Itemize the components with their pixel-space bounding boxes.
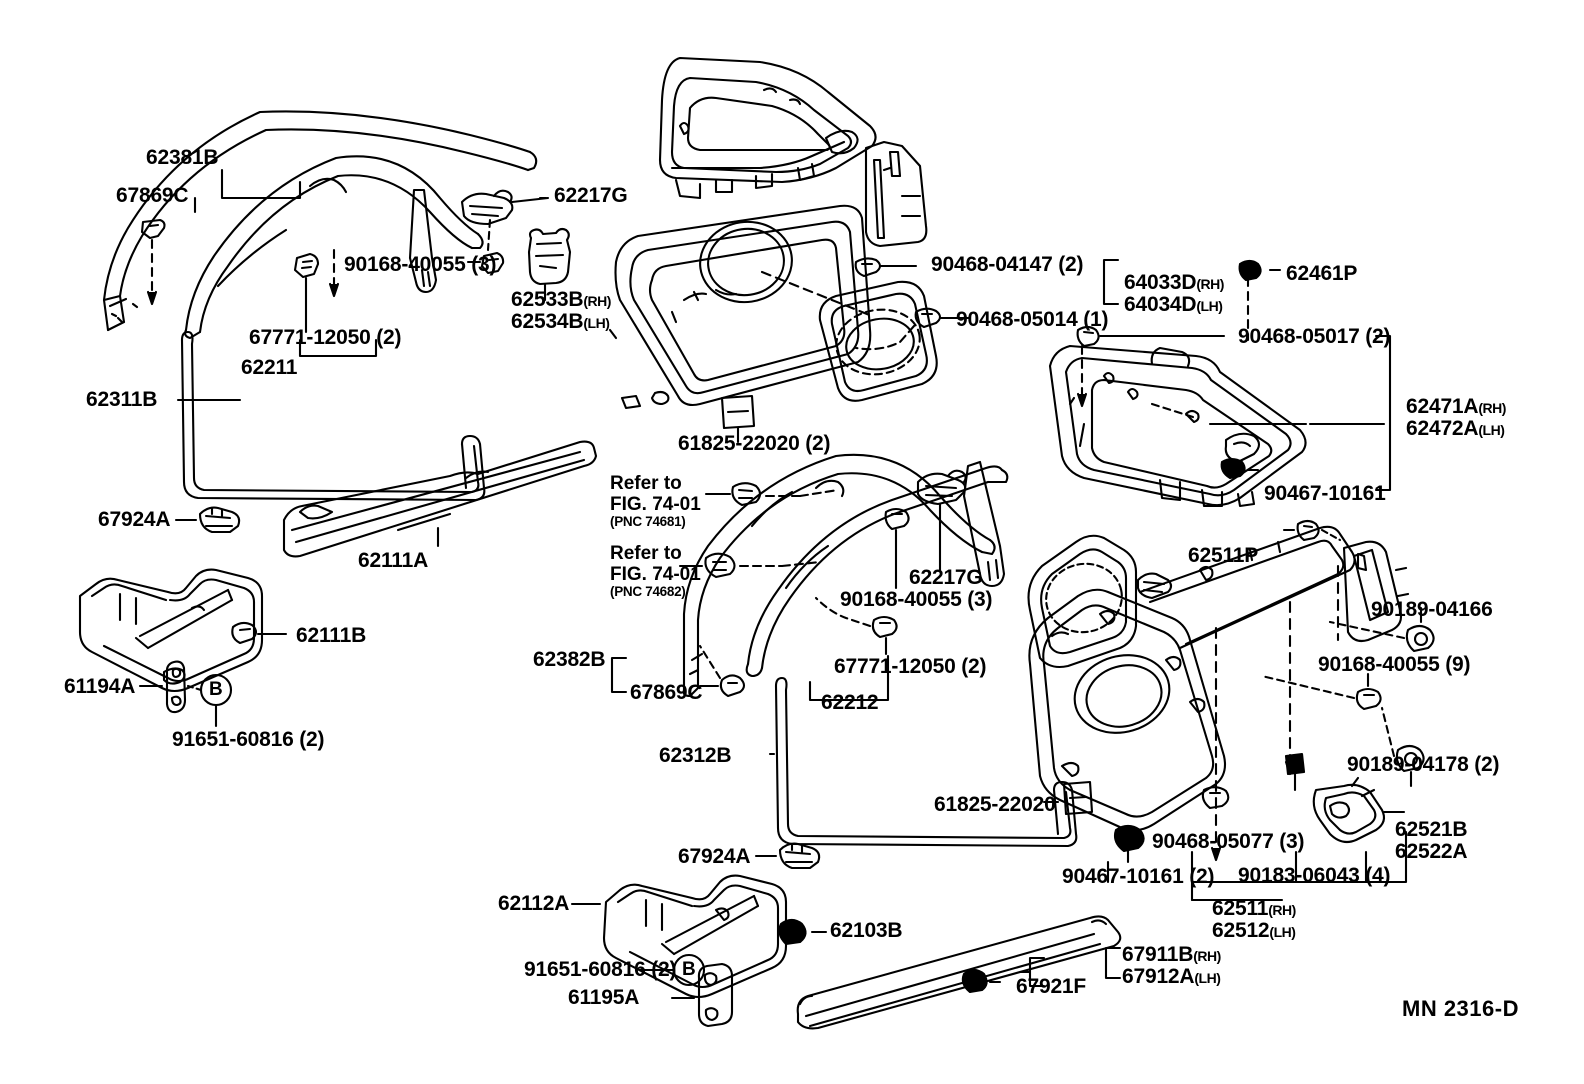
label-62211: 62211 [241,356,298,379]
label-62533B-text: 62533B [511,288,584,311]
label-62512-text: 62512 [1212,919,1270,942]
label-90168-40055-9: 90168-40055 (9) [1318,653,1471,676]
label-67912A-text: 67912A [1122,965,1195,988]
diagram-code: MN 2316-D [1402,996,1519,1021]
label-62512: 62512(LH) [1212,919,1296,942]
lh-suffix-62534B: (LH) [583,315,610,331]
label-62461P: 62461P [1286,262,1358,285]
label-90468-05014: 90468-05014 (1) [956,308,1109,331]
rh-suffix-62533B: (RH) [583,293,611,309]
label-62522A: 62522A [1395,840,1468,863]
label-62511P: 62511P [1188,544,1259,567]
label-67869C-mid: 67869C [630,681,703,704]
label-62472A: 62472A(LH) [1406,417,1505,440]
label-67912A: 67912A(LH) [1122,965,1221,988]
lh-suffix-62512: (LH) [1269,924,1296,940]
label-67911B-text: 67911B [1122,943,1194,966]
label-67911B: 67911B(RH) [1122,943,1221,966]
label-91651-60816-upper: 91651-60816 (2) [172,728,325,751]
label-64033D: 64033D(RH) [1124,271,1224,294]
lh-suffix-64034D: (LH) [1196,298,1223,314]
refer1-pnc: (PNC 74681) [610,514,686,530]
label-62217G-mid: 62217G [909,566,983,589]
refer2-pnc: (PNC 74682) [610,584,686,600]
label-62111B: 62111B [296,624,367,647]
label-62471A-text: 62471A [1406,395,1479,418]
label-62521B: 62521B [1395,818,1468,841]
label-64034D: 64034D(LH) [1124,293,1223,316]
label-90168-40055-mid: 90168-40055 (3) [840,588,993,611]
label-62111A: 62111A [358,549,429,572]
label-90467-10161-2: 90467-10161 (2) [1062,865,1215,888]
label-90468-05077: 90468-05077 (3) [1152,830,1305,853]
label-62311B: 62311B [86,388,158,411]
label-62103B: 62103B [830,919,903,942]
label-61825-22020-upper: 61825-22020 (2) [678,432,831,455]
rh-suffix-62471A: (RH) [1478,400,1506,416]
rh-suffix-67911B: (RH) [1193,948,1221,964]
label-61195A: 61195A [568,986,640,1009]
label-90168-40055-top: 90168-40055 (3) [344,253,497,276]
refer-fig-74-01-pnc74681: Refer to FIG. 74-01 (PNC 74681) [610,473,701,530]
label-91651-60816-lower: 91651-60816 (2) [524,958,677,981]
label-90468-05017: 90468-05017 (2) [1238,325,1391,348]
refer1-line2: FIG. 74-01 [610,493,701,515]
label-61825-22020-lower: 61825-22020 [934,793,1056,816]
refer1-line1: Refer to [610,473,682,494]
label-67869C-top: 67869C [116,184,189,207]
label-67921F: 67921F [1016,975,1087,998]
label-62212: 62212 [821,691,879,714]
rh-suffix-64033D: (RH) [1196,276,1224,292]
label-62534B-text: 62534B [511,310,584,333]
rh-suffix-62511: (RH) [1268,902,1296,918]
label-90467-10161: 90467-10161 [1264,482,1386,505]
label-62312B: 62312B [659,744,732,767]
label-64033D-text: 64033D [1124,271,1197,294]
label-62381B: 62381B [146,146,219,169]
label-67771-12050-top: 67771-12050 (2) [249,326,402,349]
label-62471A: 62471A(RH) [1406,395,1506,418]
refer2-line1: Refer to [610,543,682,564]
label-62511-text: 62511 [1212,897,1269,920]
label-62533B: 62533B(RH) [511,288,611,311]
label-67924A-upper: 67924A [98,508,171,531]
balloon-b-upper: B [209,679,223,700]
label-62382B: 62382B [533,648,606,671]
label-62534B: 62534B(LH) [511,310,610,333]
refer2-line2: FIG. 74-01 [610,563,701,585]
label-90468-04147: 90468-04147 (2) [931,253,1084,276]
label-67924A-lower: 67924A [678,845,751,868]
lh-suffix-62472A: (LH) [1478,422,1505,438]
label-62511: 62511(RH) [1212,897,1296,920]
label-90189-04166: 90189-04166 [1371,598,1493,621]
label-67771-12050-mid: 67771-12050 (2) [834,655,987,678]
label-90189-04178: 90189-04178 (2) [1347,753,1500,776]
refer-fig-74-01-pnc74682: Refer to FIG. 74-01 (PNC 74682) [610,543,701,600]
lh-suffix-67912A: (LH) [1194,970,1221,986]
label-62472A-text: 62472A [1406,417,1479,440]
label-62112A: 62112A [498,892,570,915]
label-62217G-top: 62217G [554,184,628,207]
balloon-b-lower: B [682,959,696,980]
label-90183-06043: 90183-06043 (4) [1238,864,1391,887]
label-61194A: 61194A [64,675,136,698]
label-64034D-text: 64034D [1124,293,1197,316]
